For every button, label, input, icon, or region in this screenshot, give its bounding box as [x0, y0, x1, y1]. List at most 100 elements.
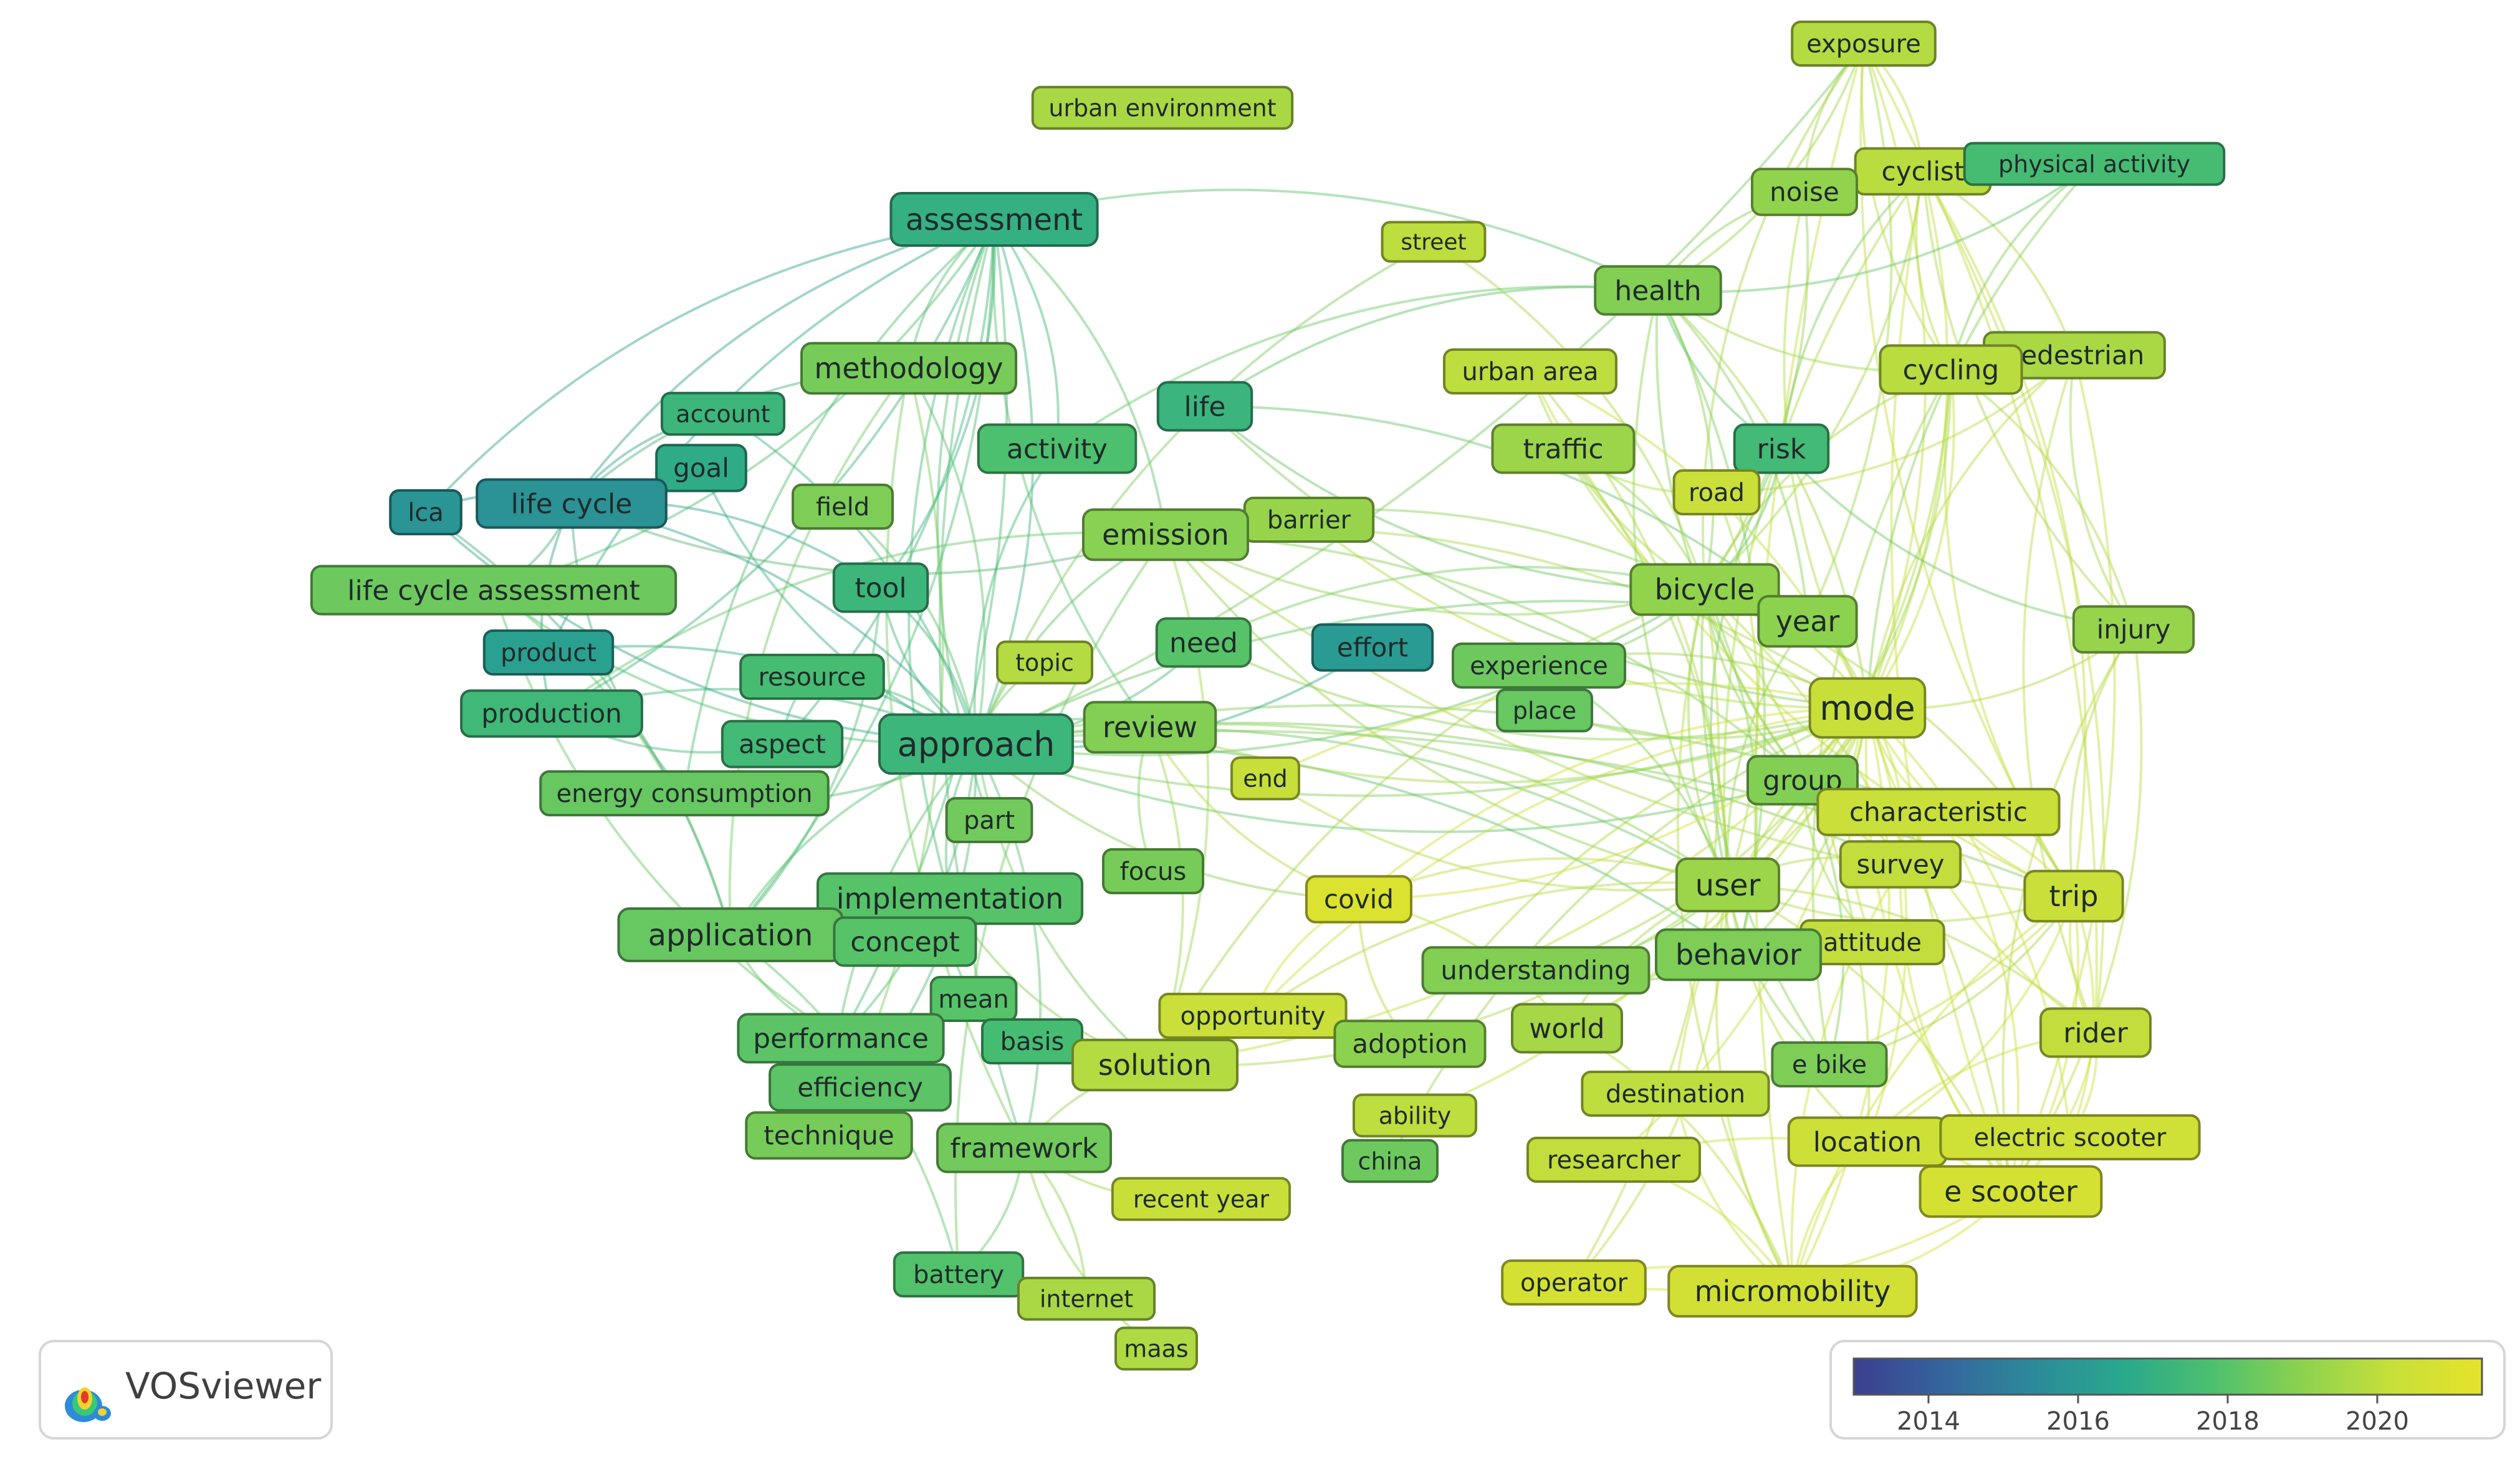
node-box[interactable] [1654, 928, 1823, 982]
node-micromobility[interactable]: micromobility [1667, 1264, 1918, 1318]
node-box[interactable] [1102, 848, 1204, 894]
node-survey[interactable]: survey [1839, 840, 1962, 889]
node-box[interactable] [889, 192, 1099, 247]
node-focus[interactable]: focus [1102, 848, 1204, 894]
node-solution[interactable]: solution [1071, 1038, 1239, 1092]
node-efficiency[interactable]: efficiency [769, 1063, 952, 1112]
node-effort[interactable]: effort [1311, 623, 1434, 672]
node-activity[interactable]: activity [977, 423, 1138, 474]
node-box[interactable] [1667, 1264, 1918, 1318]
node-mode[interactable]: mode [1808, 677, 1927, 739]
node-box[interactable] [936, 1122, 1113, 1173]
node-traffic[interactable]: traffic [1491, 423, 1636, 474]
node-box[interactable] [389, 489, 462, 535]
node-e-scooter[interactable]: e scooter [1919, 1165, 2103, 1218]
node-box[interactable] [1081, 508, 1250, 561]
node-lca[interactable]: lca [389, 489, 462, 535]
node-box[interactable] [1594, 265, 1722, 316]
node-life[interactable]: life [1156, 381, 1253, 432]
node-box[interactable] [539, 770, 830, 816]
node-box[interactable] [800, 342, 1018, 395]
node-box[interactable] [1751, 168, 1858, 216]
node-risk[interactable]: risk [1733, 423, 1830, 474]
node-performance[interactable]: performance [737, 1013, 945, 1064]
node-opportunity[interactable]: opportunity [1158, 993, 1348, 1039]
node-box[interactable] [1672, 469, 1761, 515]
node-box[interactable] [1526, 1137, 1701, 1183]
node-health[interactable]: health [1594, 265, 1722, 316]
node-box[interactable] [1511, 1003, 1623, 1054]
node-urban-area[interactable]: urban area [1443, 348, 1617, 394]
node-maas[interactable]: maas [1114, 1326, 1198, 1371]
node-need[interactable]: need [1155, 617, 1252, 668]
node-box[interactable] [945, 797, 1033, 843]
node-box[interactable] [977, 423, 1138, 474]
node-box[interactable] [1155, 617, 1252, 668]
node-box[interactable] [1305, 875, 1412, 924]
node-box[interactable] [1230, 756, 1300, 801]
node-box[interactable] [1839, 840, 1962, 889]
node-part[interactable]: part [945, 797, 1033, 843]
node-destination[interactable]: destination [1581, 1071, 1770, 1117]
node-box[interactable] [2039, 1007, 2152, 1058]
node-production[interactable]: production [460, 689, 643, 738]
node-application[interactable]: application [617, 907, 844, 962]
node-box[interactable] [310, 565, 678, 616]
node-box[interactable] [1114, 1326, 1198, 1371]
node-box[interactable] [878, 713, 1074, 775]
node-box[interactable] [1071, 1038, 1239, 1092]
node-tool[interactable]: tool [832, 562, 929, 613]
node-china[interactable]: china [1341, 1139, 1439, 1183]
node-box[interactable] [1341, 1139, 1439, 1183]
node-implementation[interactable]: implementation [816, 872, 1084, 925]
node-noise[interactable]: noise [1751, 168, 1858, 216]
node-box[interactable] [721, 720, 844, 768]
node-box[interactable] [1333, 1020, 1487, 1068]
node-box[interactable] [460, 689, 643, 738]
node-box[interactable] [1491, 423, 1636, 474]
node-trip[interactable]: trip [2023, 869, 2124, 923]
node-topic[interactable]: topic [996, 640, 1093, 685]
node-box[interactable] [833, 916, 977, 967]
node-box[interactable] [1963, 141, 2226, 186]
node-urban-environment[interactable]: urban environment [1031, 85, 1294, 130]
node-internet[interactable]: internet [1017, 1276, 1156, 1321]
node-box[interactable] [655, 444, 747, 492]
node-box[interactable] [482, 629, 615, 676]
node-approach[interactable]: approach [878, 713, 1074, 775]
node-pedestrian[interactable]: pedestrian [1983, 331, 2166, 380]
node-box[interactable] [1581, 1071, 1770, 1117]
node-box[interactable] [1791, 21, 1937, 67]
node-box[interactable] [737, 1013, 945, 1064]
node-technique[interactable]: technique [745, 1111, 913, 1160]
node-box[interactable] [745, 1111, 913, 1160]
node-injury[interactable]: injury [2072, 605, 2195, 654]
node-box[interactable] [929, 976, 1018, 1022]
node-box[interactable] [1816, 788, 2061, 836]
node-box[interactable] [1017, 1276, 1156, 1321]
node-box[interactable] [1031, 85, 1294, 130]
node-energy-consumption[interactable]: energy consumption [539, 770, 830, 816]
node-adoption[interactable]: adoption [1333, 1020, 1487, 1068]
node-box[interactable] [1156, 381, 1253, 432]
node-box[interactable] [1311, 623, 1434, 672]
node-end[interactable]: end [1230, 756, 1300, 801]
node-box[interactable] [832, 562, 929, 613]
node-box[interactable] [1496, 688, 1593, 733]
node-street[interactable]: street [1381, 221, 1487, 263]
node-attitude[interactable]: attitude [1799, 919, 1945, 965]
node-box[interactable] [1919, 1165, 2103, 1218]
node-box[interactable] [1629, 563, 1780, 616]
node-box[interactable] [1939, 1114, 2201, 1160]
node-operator[interactable]: operator [1501, 1259, 1647, 1306]
node-box[interactable] [2072, 605, 2195, 654]
node-e-bike[interactable]: e bike [1771, 1041, 1888, 1087]
node-road[interactable]: road [1672, 469, 1761, 515]
node-box[interactable] [893, 1251, 1025, 1297]
node-recent-year[interactable]: recent year [1111, 1177, 1291, 1221]
node-cyclist[interactable]: cyclist [1854, 147, 1992, 196]
node-world[interactable]: world [1511, 1003, 1623, 1054]
node-field[interactable]: field [792, 484, 894, 530]
node-battery[interactable]: battery [893, 1251, 1025, 1297]
